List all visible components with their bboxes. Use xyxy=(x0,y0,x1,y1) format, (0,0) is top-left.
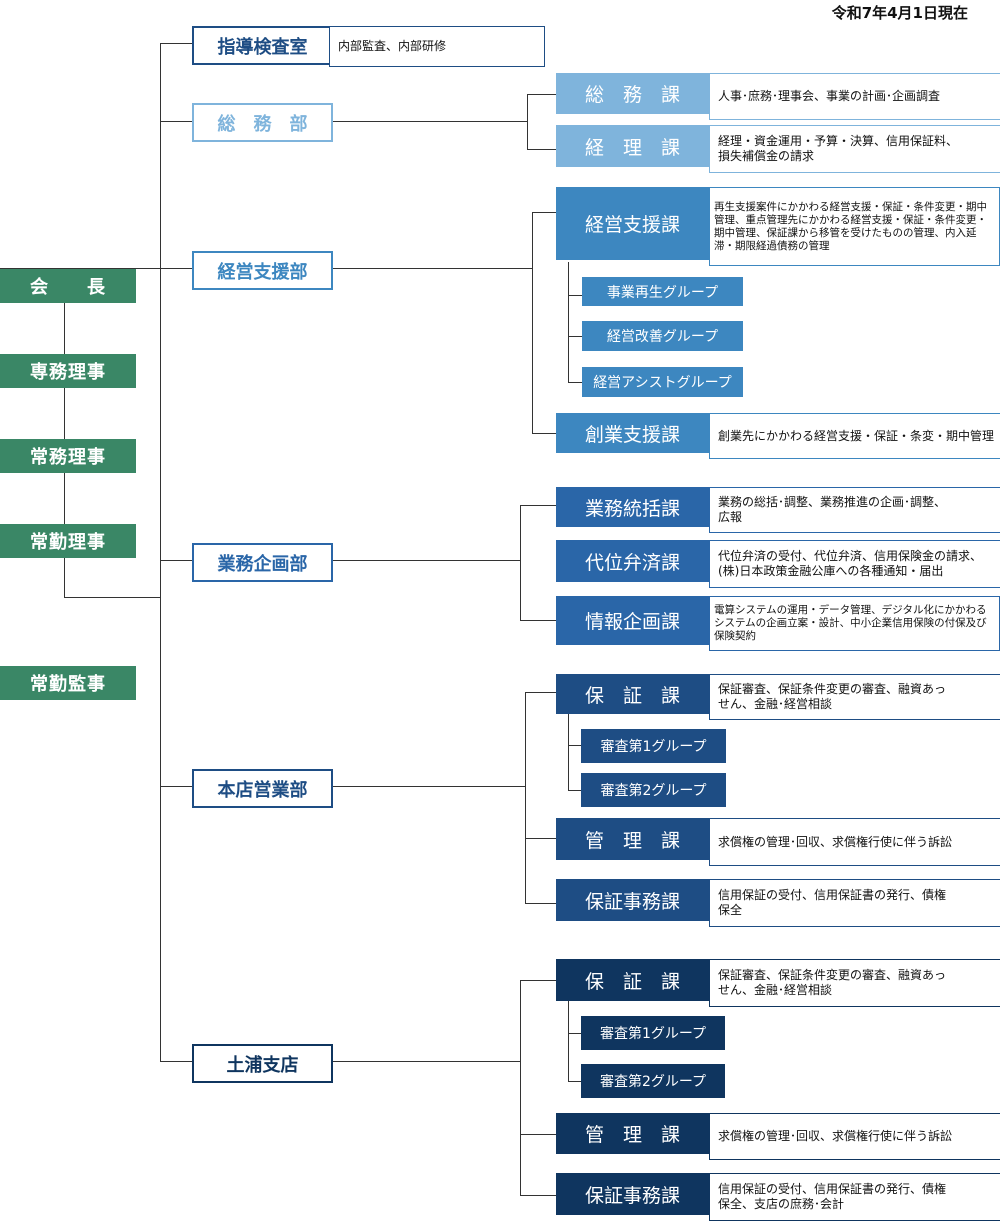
section-guarantee-admin-hq-desc: 信用保証の受付、信用保証書の発行、債権 保全 xyxy=(709,879,1000,927)
date-label: 令和7年4月1日現在 xyxy=(831,4,968,22)
dept-business-planning: 業務企画部 xyxy=(192,543,333,582)
section-guarantee-tsuchiura-desc: 保証審査、保証条件変更の審査、融資あっ せん、金融･経営相談 xyxy=(709,959,1000,1007)
section-business-coordination: 業務統括課 xyxy=(556,487,709,527)
exec-managing-director: 常務理事 xyxy=(0,439,136,473)
group-management-improvement: 経営改善グループ xyxy=(582,321,743,351)
section-startup-support: 創業支援課 xyxy=(556,413,709,453)
group-screening-2-hq: 審査第2グループ xyxy=(581,773,726,807)
section-guarantee-admin-tsuchiura: 保証事務課 xyxy=(556,1173,709,1215)
section-management-tsuchiura-desc: 求償権の管理･回収、求償権行使に伴う訴訟 xyxy=(709,1113,1000,1160)
group-screening-1-tsuchiura: 審査第1グループ xyxy=(581,1016,725,1050)
section-information-planning-desc: 電算システムの運用・データ管理、デジタル化にかかわるシステムの企画立案・設計、中… xyxy=(709,596,1000,651)
dept-head-office-sales: 本店営業部 xyxy=(192,769,333,808)
exec-auditor: 常勤監事 xyxy=(0,666,136,700)
section-general-affairs-desc: 人事･庶務･理事会、事業の計画･企画調査 xyxy=(709,73,1000,120)
dept-tsuchiura-branch: 土浦支店 xyxy=(192,1044,333,1083)
section-management-hq: 管 理 課 xyxy=(556,818,709,860)
group-business-revitalization: 事業再生グループ xyxy=(582,277,743,306)
section-subrogation-desc: 代位弁済の受付、代位弁済、信用保険金の請求、 (株)日本政策金融公庫への各種通知… xyxy=(709,540,1000,588)
exec-full-time-director: 常勤理事 xyxy=(0,524,136,558)
section-guarantee-tsuchiura: 保 証 課 xyxy=(556,959,709,1001)
section-accounting-desc: 経理・資金運用・予算・決算、信用保証料、 損失補償金の請求 xyxy=(709,125,1000,173)
section-management-tsuchiura: 管 理 課 xyxy=(556,1113,709,1154)
exec-chairman: 会 長 xyxy=(0,269,136,303)
section-accounting: 経 理 課 xyxy=(556,125,709,167)
section-management-support: 経営支援課 xyxy=(556,187,709,260)
section-guarantee-hq: 保 証 課 xyxy=(556,674,709,714)
section-general-affairs: 総 務 課 xyxy=(556,73,709,114)
group-management-assist: 経営アシストグループ xyxy=(582,367,743,397)
section-guarantee-admin-hq: 保証事務課 xyxy=(556,879,709,921)
section-management-hq-desc: 求償権の管理･回収、求償権行使に伴う訴訟 xyxy=(709,818,1000,866)
section-management-support-desc: 再生支援案件にかかわる経営支援・保証・条件変更・期中管理、重点管理先にかかわる経… xyxy=(709,187,1000,266)
section-guarantee-hq-desc: 保証審査、保証条件変更の審査、融資あっ せん、金融･経営相談 xyxy=(709,674,1000,720)
dept-inspection: 指導検査室 xyxy=(192,26,333,65)
dept-general-affairs: 総 務 部 xyxy=(192,103,333,142)
section-information-planning: 情報企画課 xyxy=(556,596,709,645)
group-screening-1-hq: 審査第1グループ xyxy=(581,729,726,763)
exec-senior-managing-director: 専務理事 xyxy=(0,354,136,388)
section-subrogation: 代位弁済課 xyxy=(556,540,709,582)
dept-management-support: 経営支援部 xyxy=(192,251,333,290)
group-screening-2-tsuchiura: 審査第2グループ xyxy=(581,1064,725,1098)
section-guarantee-admin-tsuchiura-desc: 信用保証の受付、信用保証書の発行、債権 保全、支店の庶務･会計 xyxy=(709,1173,1000,1221)
section-startup-support-desc: 創業先にかかわる経営支援・保証・条変・期中管理 xyxy=(709,413,1000,459)
inspection-desc: 内部監査、内部研修 xyxy=(329,26,545,67)
section-business-coordination-desc: 業務の総括･調整、業務推進の企画･調整、 広報 xyxy=(709,487,1000,533)
